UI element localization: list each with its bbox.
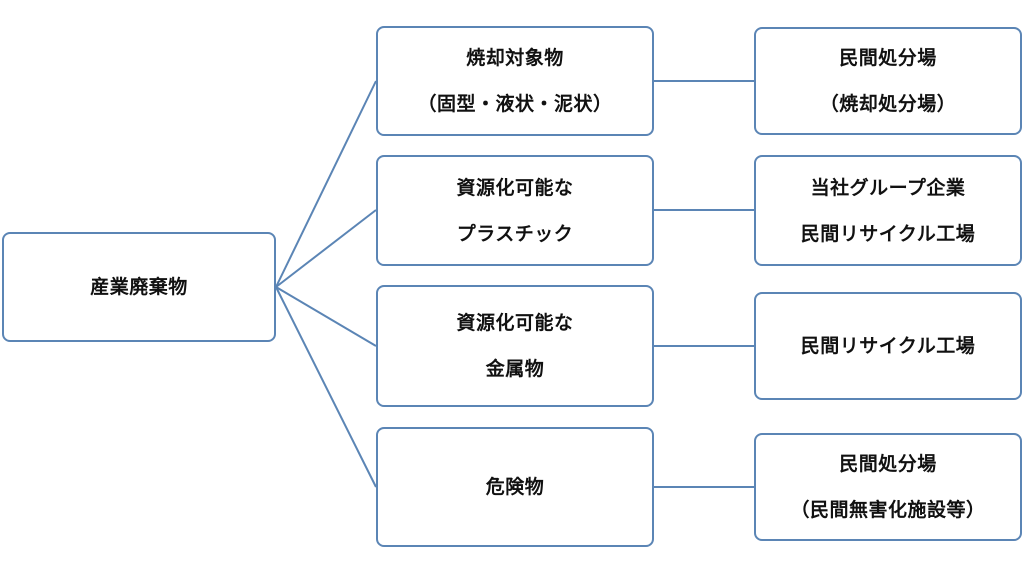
category-node-line: 金属物: [485, 358, 545, 380]
destination-node-line: 民間処分場: [839, 47, 937, 69]
category-node-incineration-targets: 焼却対象物 （固型・液状・泥状）: [376, 26, 654, 136]
destination-node-group-and-recycling: 当社グループ企業 民間リサイクル工場: [754, 155, 1022, 266]
root-node-industrial-waste: 産業廃棄物: [2, 232, 276, 342]
category-node-recyclable-plastic: 資源化可能な プラスチック: [376, 155, 654, 266]
connector-root-to-category-1: [275, 80, 377, 288]
category-node-line: プラスチック: [456, 222, 574, 245]
destination-node-line: （焼却処分場）: [819, 93, 957, 115]
destination-node-line: 当社グループ企業: [810, 176, 966, 199]
destination-node-line: 民間処分場: [839, 453, 937, 475]
connector-root-to-category-3: [275, 286, 377, 347]
destination-node-detoxification-facility: 民間処分場 （民間無害化施設等）: [754, 433, 1022, 541]
destination-node-recycling-plant: 民間リサイクル工場: [754, 292, 1022, 400]
category-node-recyclable-metal: 資源化可能な 金属物: [376, 285, 654, 407]
destination-node-line: （民間無害化施設等）: [790, 499, 986, 521]
destination-node-incineration-disposal: 民間処分場 （焼却処分場）: [754, 27, 1022, 135]
connector-root-to-category-2: [275, 209, 377, 288]
category-node-line: 資源化可能な: [456, 176, 574, 199]
destination-node-line: 民間リサイクル工場: [800, 222, 976, 245]
category-node-line: （固型・液状・泥状）: [417, 93, 613, 115]
category-node-line: 焼却対象物: [466, 47, 564, 69]
connector-root-to-category-4: [275, 286, 377, 488]
category-node-line: 危険物: [485, 476, 545, 498]
category-node-line: 資源化可能な: [456, 312, 574, 334]
category-node-hazardous: 危険物: [376, 427, 654, 547]
root-node-label: 産業廃棄物: [90, 276, 188, 298]
destination-node-line: 民間リサイクル工場: [800, 335, 976, 357]
